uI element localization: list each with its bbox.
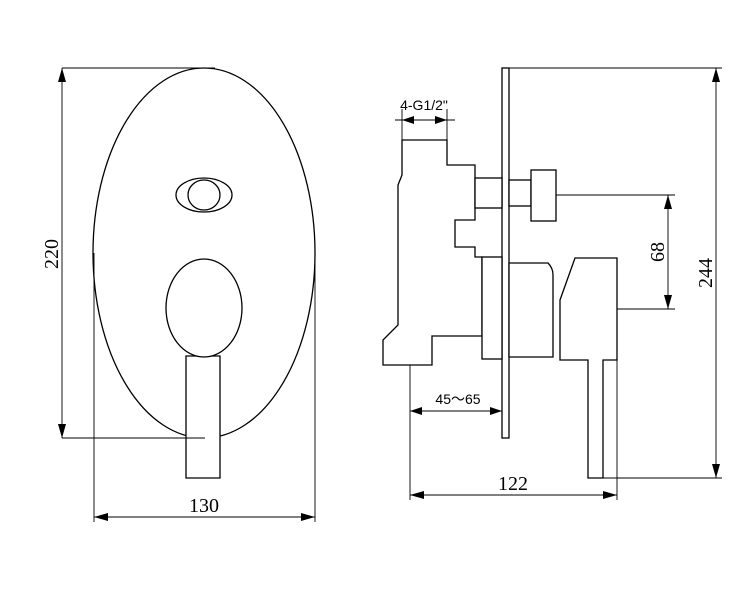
diverter-knob-inner [187,179,221,211]
height-dimension-label: 220 [41,239,63,269]
upper-stub [474,177,503,209]
depth-range-label: 45～65 [435,391,480,407]
diverter-stem [508,179,532,207]
width-dimension-label: 130 [189,495,219,517]
front-view: 220 130 [41,67,316,522]
diverter-knob-outer [175,177,233,213]
body-neck [481,256,503,360]
plate-height-label: 244 [695,258,717,288]
thread-label: 4-G1/2" [400,97,448,113]
outlet-offset-label: 68 [647,242,669,262]
lever-handle [185,355,221,479]
diverter-knob-side [530,169,557,222]
side-view: 4-G1/2" 45～65 122 68 244 [382,67,722,500]
wall-plate [501,67,510,439]
valve-body [382,139,483,366]
lever-side [559,257,618,479]
total-depth-label: 122 [498,473,528,495]
handle-cap [165,258,243,358]
handle-cap-side [508,262,554,358]
